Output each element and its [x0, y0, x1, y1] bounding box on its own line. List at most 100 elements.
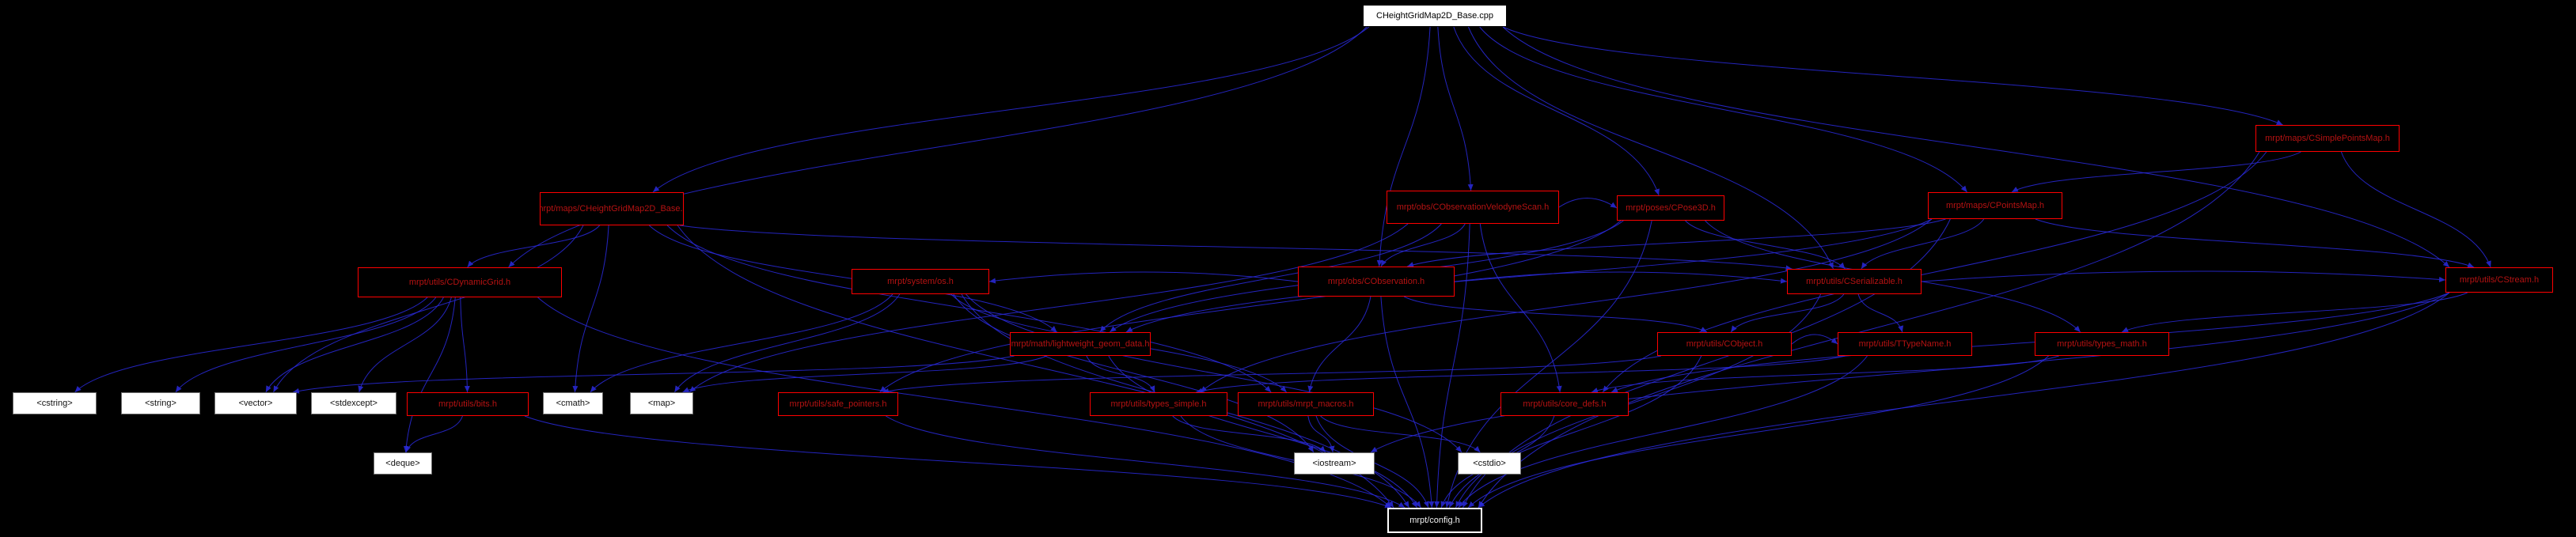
include-edge-r_geom-to-r_tsimple: [1086, 355, 1155, 393]
include-edge-r_stream-to-b_config: [1478, 292, 2450, 509]
graph-node-r_geom[interactable]: mrpt/math/lightweight_geom_data.h: [1010, 332, 1151, 356]
include-edge-r_velo-to-w_map: [689, 223, 1409, 393]
graph-node-r_obj[interactable]: mrpt/utils/CObject.h: [1657, 332, 1792, 356]
include-edge-r_grid-to-r_bits: [460, 297, 470, 393]
include-edge-r_os-to-w_cstdio: [966, 293, 1463, 453]
include-edge-r_base-to-w_vector: [273, 225, 584, 393]
include-edge-r_velo-to-r_geom: [1099, 223, 1442, 333]
graph-node-r_tmath[interactable]: mrpt/utils/types_math.h: [2035, 332, 2169, 356]
include-edge-r_bits-to-b_config: [524, 415, 1392, 509]
include-edge-r_tmath-to-r_core: [1591, 355, 2059, 393]
graph-node-r_bits[interactable]: mrpt/utils/bits.h: [407, 392, 529, 416]
include-edge-r_geom-to-b_config: [1108, 355, 1418, 509]
include-edge-r_pmap-to-b_config: [1462, 218, 1951, 509]
graph-node-w_cstring: <cstring>: [13, 392, 97, 414]
include-edge-r_grid-to-w_cstring: [74, 297, 428, 393]
include-edge-r_pose-to-r_safe: [879, 220, 1622, 393]
include-edge-r_obj-to-r_ttn: [1791, 334, 1838, 345]
include-edge-r_obs-to-r_os: [988, 271, 1299, 284]
graph-node-w_cstdio: <cstdio>: [1458, 452, 1521, 475]
include-edge-r_pose-to-r_ser: [1685, 220, 1846, 270]
graph-node-r_stream[interactable]: mrpt/utils/CStream.h: [2445, 267, 2553, 293]
include-edge-r_spm-to-r_core: [1602, 151, 2267, 393]
include-edge-r_grid-to-w_string: [175, 297, 437, 393]
include-edge-r_ttn-to-b_config: [1458, 355, 1868, 509]
graph-node-r_ser[interactable]: mrpt/utils/CSerializable.h: [1787, 269, 1922, 294]
include-edge-main-to-r_stream: [1502, 26, 2450, 268]
graph-node-w_cmath: <cmath>: [543, 392, 603, 414]
include-edge-r_pmap-to-r_stream: [2035, 218, 2475, 268]
include-edge-main-to-r_velo: [1437, 26, 1474, 191]
include-edge-main-to-r_base: [652, 26, 1370, 193]
graph-root-node: CHeightGridMap2D_Base.cpp: [1363, 5, 1507, 27]
graph-node-r_spm[interactable]: mrpt/maps/CSimplePointsMap.h: [2255, 125, 2400, 152]
graph-node-r_base[interactable]: mrpt/maps/CHeightGridMap2D_Base.h: [540, 192, 684, 225]
include-edge-main-to-r_spm: [1502, 26, 2283, 126]
graph-node-w_stdexcept: <stdexcept>: [311, 392, 396, 414]
include-edge-r_grid-to-w_stdexcept: [358, 297, 452, 393]
graph-node-r_velo[interactable]: mrpt/obs/CObservationVelodyneScan.h: [1387, 191, 1559, 224]
include-edge-r_base-to-r_macros: [666, 225, 1272, 393]
include-edge-r_base-to-r_grid: [467, 225, 601, 268]
graph-node-r_obs[interactable]: mrpt/obs/CObservation.h: [1298, 267, 1455, 297]
graph-node-w_map: <map>: [630, 392, 693, 414]
include-edge-r_os-to-w_cmath: [590, 293, 893, 393]
include-edge-r_obs-to-r_obj: [1403, 296, 1708, 333]
include-edge-r_stream-to-r_tmath: [2121, 292, 2468, 333]
include-edge-r_pmap-to-r_geom: [1125, 218, 1933, 333]
include-edge-r_spm-to-b_config: [1478, 151, 2260, 509]
graph-node-b_config: mrpt/config.h: [1387, 508, 1482, 533]
graph-node-r_pose[interactable]: mrpt/poses/CPose3D.h: [1617, 195, 1724, 221]
include-edge-r_obj-to-r_safe: [882, 355, 1662, 394]
graph-node-r_pmap[interactable]: mrpt/maps/CPointsMap.h: [1928, 192, 2062, 219]
include-edge-main-to-r_ser: [1467, 26, 1834, 270]
include-edge-r_stream-to-w_iostream: [1370, 292, 2450, 453]
include-edge-r_ser-to-r_ttn: [1857, 293, 1904, 333]
include-edge-r_safe-to-b_config: [886, 415, 1406, 509]
include-edge-r_obs-to-r_macros: [1307, 296, 1371, 393]
include-edge-r_macros-to-w_cstdio: [1320, 415, 1481, 453]
include-edge-r_obs-to-r_ser: [1454, 271, 1788, 284]
include-edge-r_obj-to-b_config: [1448, 355, 1702, 509]
graph-node-w_vector: <vector>: [214, 392, 297, 414]
graph-node-r_safe[interactable]: mrpt/utils/safe_pointers.h: [778, 392, 898, 416]
include-edge-r_os-to-w_iostream: [953, 293, 1315, 453]
graph-node-w_iostream: <iostream>: [1294, 452, 1375, 475]
include-edge-r_macros-to-w_iostream: [1307, 415, 1335, 453]
include-edge-r_os-to-w_map: [673, 293, 901, 393]
include-edge-r_obs-to-b_config: [1380, 296, 1435, 509]
include-edge-r_ser-to-r_stream: [1921, 270, 2446, 282]
include-edge-r_geom-to-w_vector: [292, 355, 1015, 394]
include-edge-r_base-to-w_cmath: [572, 225, 609, 393]
graph-node-r_ttn[interactable]: mrpt/utils/TTypeName.h: [1838, 332, 1972, 356]
include-edge-r_geom-to-w_map: [682, 355, 1047, 393]
graph-node-r_macros[interactable]: mrpt/utils/mrpt_macros.h: [1238, 392, 1374, 416]
graph-node-r_core[interactable]: mrpt/utils/core_defs.h: [1500, 392, 1629, 416]
include-edge-r_velo-to-r_core: [1479, 223, 1562, 393]
include-edge-main-to-r_pose: [1453, 26, 1660, 196]
include-edge-r_pmap-to-r_tsimple: [1200, 218, 1933, 393]
include-edge-r_ser-to-r_obj: [1730, 293, 1845, 333]
include-edge-r_velo-to-r_pose: [1558, 198, 1618, 209]
include-edge-r_pmap-to-r_ser: [1861, 218, 1985, 270]
graph-node-r_tsimple[interactable]: mrpt/utils/types_simple.h: [1090, 392, 1227, 416]
include-edge-r_spm-to-r_pmap: [2011, 151, 2301, 193]
graph-node-w_deque: <deque>: [374, 452, 432, 475]
include-edge-r_spm-to-r_stream: [2340, 151, 2491, 268]
graph-node-w_string: <string>: [121, 392, 200, 414]
include-edge-r_tmath-to-b_config: [1467, 355, 2049, 509]
include-edge-main-to-r_pmap: [1479, 26, 1967, 193]
include-edge-r_grid-to-w_vector: [265, 297, 444, 393]
include-edge-main-to-r_grid: [508, 26, 1368, 268]
include-edge-main-to-r_obs: [1376, 26, 1431, 267]
include-edge-r_tsimple-to-w_iostream: [1172, 415, 1326, 453]
include-edge-r_velo-to-r_obs: [1380, 223, 1466, 267]
include-edge-r_bits-to-w_deque: [405, 415, 463, 453]
include-edge-r_grid-to-w_deque: [403, 297, 456, 453]
include-edge-r_base-to-r_ser: [679, 225, 1793, 271]
graph-node-r_os[interactable]: mrpt/system/os.h: [852, 269, 989, 294]
include-edge-r_ttn-to-r_tsimple: [1196, 355, 1846, 394]
graph-node-r_grid[interactable]: mrpt/utils/CDynamicGrid.h: [358, 267, 562, 297]
